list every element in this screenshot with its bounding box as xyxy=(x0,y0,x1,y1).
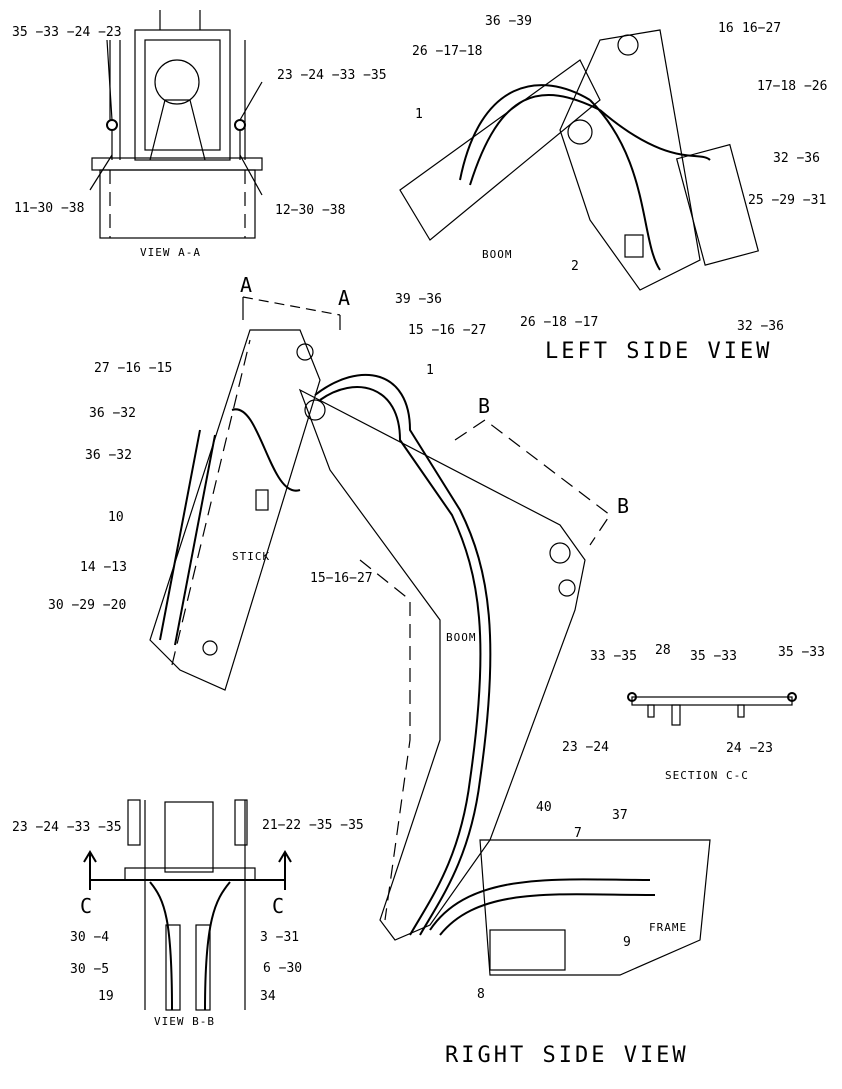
callout-cc-23-24: 23 −24 xyxy=(562,740,609,755)
marker-b-top: B xyxy=(478,394,490,418)
callout-rs-27-16-15: 27 −16 −15 xyxy=(94,361,172,376)
callout-bb-30-4: 30 −4 xyxy=(70,930,109,945)
callout-fr-9: 9 xyxy=(623,935,631,950)
callout-ls-25-29-31: 25 −29 −31 xyxy=(748,193,826,208)
callout-cc-35-33-a: 35 −33 xyxy=(690,649,737,664)
callout-ls-16-27: 16−27 xyxy=(742,21,781,36)
callout-aa-tl: 35 −33 −24 −23 xyxy=(12,25,122,40)
callout-ls-16: 16 xyxy=(718,21,734,36)
section-cc: 33 −35 28 35 −33 35 −33 23 −24 24 −23 SE… xyxy=(562,643,825,782)
callout-ls-32-36-b: 32 −36 xyxy=(737,319,784,334)
callout-bb-30-5: 30 −5 xyxy=(70,962,109,977)
label-boom-right: BOOM xyxy=(446,631,477,644)
callout-ls-26-18-17: 26 −18 −17 xyxy=(520,315,598,330)
marker-b-right: B xyxy=(617,494,629,518)
marker-a-right: A xyxy=(338,286,350,310)
callout-ls-26-17-18: 26 −17−18 xyxy=(412,44,482,59)
label-boom-left: BOOM xyxy=(482,248,513,261)
title-view-bb: VIEW B-B xyxy=(154,1015,215,1028)
callout-rs-14-13: 14 −13 xyxy=(80,560,127,575)
callout-aa-bl: 11−30 −38 xyxy=(14,201,84,216)
callout-rs-30-29-20: 30 −29 −20 xyxy=(48,598,126,613)
callout-aa-br: 12−30 −38 xyxy=(275,203,345,218)
callout-ls-2: 2 xyxy=(571,259,579,274)
callout-rs-15-16-27-b: 15−16−27 xyxy=(310,571,373,586)
callout-rs-15-16-27-a: 15 −16 −27 xyxy=(408,323,486,338)
callout-aa-tr: 23 −24 −33 −35 xyxy=(277,68,387,83)
callout-cc-35-33-b: 35 −33 xyxy=(778,645,825,660)
marker-c-right: C xyxy=(272,894,284,918)
callout-bb-19: 19 xyxy=(98,989,114,1004)
callout-ls-36-39: 36 −39 xyxy=(485,14,532,29)
callout-rs-39-36: 39 −36 xyxy=(395,292,442,307)
callout-ls-32-36-a: 32 −36 xyxy=(773,151,820,166)
marker-a-left: A xyxy=(240,273,252,297)
callout-ls-1: 1 xyxy=(415,107,423,122)
callout-rs-36-32-a: 36 −32 xyxy=(89,406,136,421)
callout-bb-6-30: 6 −30 xyxy=(263,961,302,976)
right-side-view: A A B B 39 −36 15 −16 −27 1 27 −16 −15 3… xyxy=(48,273,711,1068)
title-right-side-view: RIGHT SIDE VIEW xyxy=(445,1043,689,1068)
callout-cc-28: 28 xyxy=(655,643,671,658)
callout-ls-17-18-26: 17−18 −26 xyxy=(757,79,827,94)
callout-fr-8: 8 xyxy=(477,987,485,1002)
callout-bb-3-31: 3 −31 xyxy=(260,930,299,945)
callout-fr-37: 37 xyxy=(612,808,628,823)
left-side-view: 1 36 −39 16 16−27 26 −17−18 17−18 −26 32… xyxy=(399,14,827,364)
callout-rs-1: 1 xyxy=(426,363,434,378)
view-bb: C C 23 −24 −33 −35 21−22 −35 −35 30 −4 3… xyxy=(12,799,364,1028)
callout-cc-33-35: 33 −35 xyxy=(590,649,637,664)
callout-bb-23-24-33-35: 23 −24 −33 −35 xyxy=(12,820,122,835)
callout-fr-40: 40 xyxy=(536,800,552,815)
callout-fr-7: 7 xyxy=(574,826,582,841)
callout-rs-10: 10 xyxy=(108,510,124,525)
label-stick: STICK xyxy=(232,550,270,563)
callout-cc-24-23: 24 −23 xyxy=(726,741,773,756)
label-frame: FRAME xyxy=(649,921,687,934)
title-view-aa: VIEW A-A xyxy=(140,246,201,259)
callout-bb-34: 34 xyxy=(260,989,276,1004)
title-section-cc: SECTION C-C xyxy=(665,769,749,782)
title-left-side-view: LEFT SIDE VIEW xyxy=(545,339,772,364)
callout-rs-36-32-b: 36 −32 xyxy=(85,448,132,463)
callout-bb-21-22-35-35: 21−22 −35 −35 xyxy=(262,818,364,833)
marker-c-left: C xyxy=(80,894,92,918)
view-aa: 35 −33 −24 −23 23 −24 −33 −35 11−30 −38 … xyxy=(12,10,387,259)
